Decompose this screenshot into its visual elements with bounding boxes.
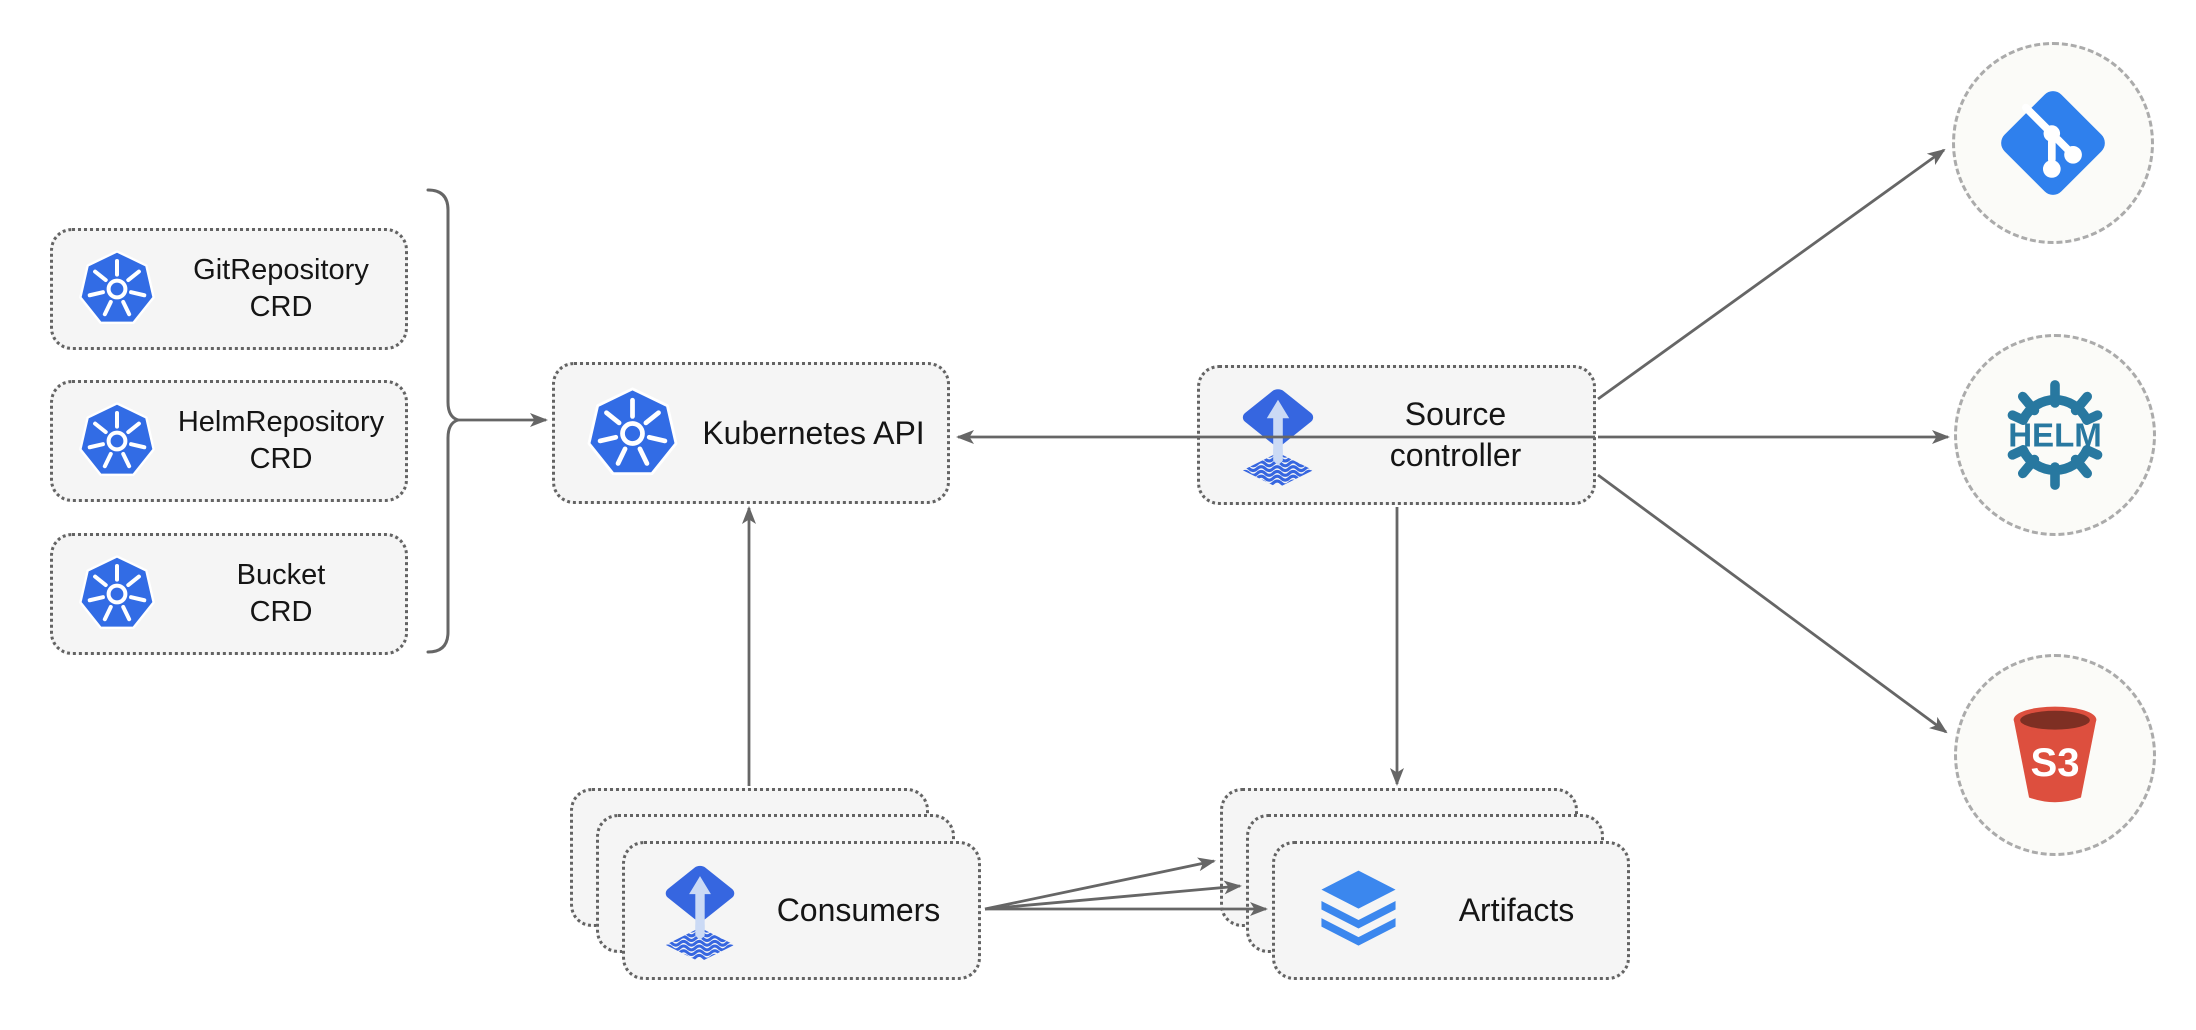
kubernetes-api-box: Kubernetes API <box>552 362 950 504</box>
kubernetes-icon <box>78 401 156 477</box>
git-provider-circle <box>1952 42 2154 244</box>
kubernetes-api-label: Kubernetes API <box>702 414 925 451</box>
arrow-source-controller-to-s3 <box>1597 473 1948 734</box>
kubernetes-icon <box>78 554 156 630</box>
arrow-consumers-to-artifacts-2 <box>984 880 1242 911</box>
arrow-source-controller-to-git <box>1597 148 1946 401</box>
helm-provider-circle: HELM <box>1954 334 2156 536</box>
helm-icon: HELM <box>2007 380 2103 490</box>
arrow-consumers-to-artifacts-1 <box>984 857 1216 911</box>
helm-wordmark: HELM <box>2008 418 2102 455</box>
s3-bucket-icon: S3 <box>2013 706 2097 803</box>
kubernetes-icon <box>585 386 680 481</box>
git-icon <box>1994 84 2112 202</box>
layers-icon <box>1321 870 1396 946</box>
flux-icon <box>1238 382 1318 488</box>
flux-icon <box>661 859 739 962</box>
consumers-box: Consumers <box>622 841 981 980</box>
artifacts-box: Artifacts <box>1272 841 1630 980</box>
s3-wordmark: S3 <box>2030 740 2079 785</box>
s3-provider-circle: S3 <box>1954 654 2156 856</box>
artifacts-label: Artifacts <box>1458 892 1575 929</box>
kubernetes-icon <box>78 249 156 325</box>
consumers-label: Consumers <box>776 892 941 929</box>
crd-group-bracket <box>426 188 464 654</box>
